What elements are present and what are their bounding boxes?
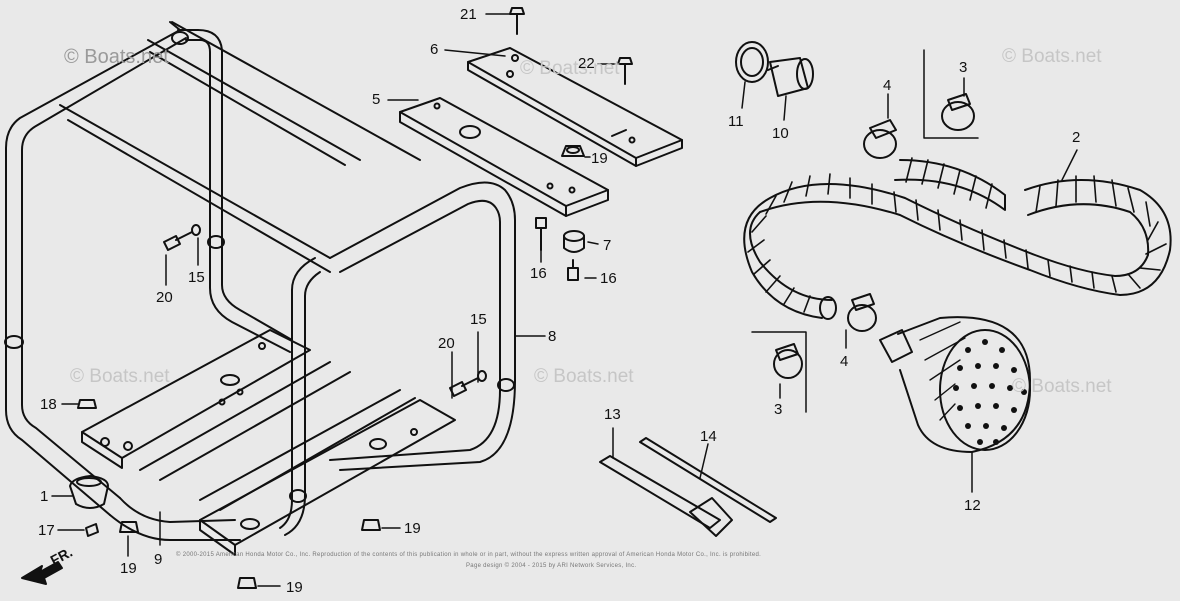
callout-part-3: 3 xyxy=(774,401,783,418)
callout-part-20: 20 xyxy=(438,335,455,352)
callout-part-17: 17 xyxy=(38,522,55,539)
watermark: © Boats.net xyxy=(1002,46,1102,67)
callout-part-14: 14 xyxy=(700,428,717,445)
callout-part-10: 10 xyxy=(772,125,789,142)
frame-assembly xyxy=(4,21,516,541)
callout-part-15: 15 xyxy=(188,269,205,286)
page-design-notice: Page design © 2004 - 2015 by ARI Network… xyxy=(466,563,637,569)
callout-part-16: 16 xyxy=(530,265,547,282)
callout-part-15: 15 xyxy=(470,311,487,328)
callout-part-19: 19 xyxy=(120,560,137,577)
callout-part-22: 22 xyxy=(578,55,595,72)
watermark: © Boats.net xyxy=(1012,376,1112,397)
callout-part-2: 2 xyxy=(1072,129,1081,146)
callout-part-18: 18 xyxy=(40,396,57,413)
callout-part-13: 13 xyxy=(604,406,621,423)
callout-part-19: 19 xyxy=(286,579,303,596)
bracket-6 xyxy=(467,47,683,167)
callout-part-19: 19 xyxy=(404,520,421,537)
copyright-notice: © 2000-2015 American Honda Motor Co., In… xyxy=(176,552,762,558)
watermark: © Boats.net xyxy=(70,366,170,387)
watermark: © Boats.net xyxy=(64,46,169,68)
callout-part-7: 7 xyxy=(603,237,612,254)
callout-part-16: 16 xyxy=(600,270,617,287)
base-plates xyxy=(81,329,456,556)
callout-part-12: 12 xyxy=(964,497,981,514)
callout-part-9: 9 xyxy=(154,551,163,568)
callout-part-3: 3 xyxy=(959,59,968,76)
callout-part-5: 5 xyxy=(372,91,381,108)
callout-part-6: 6 xyxy=(430,41,439,58)
leader-lines xyxy=(51,13,1078,587)
callout-part-20: 20 xyxy=(156,289,173,306)
callout-part-11: 11 xyxy=(728,113,744,130)
callout-part-21: 21 xyxy=(460,6,477,23)
front-direction-arrow xyxy=(21,561,63,585)
callout-part-1: 1 xyxy=(40,488,49,505)
callout-part-8: 8 xyxy=(548,328,557,345)
watermark: © Boats.net xyxy=(534,366,634,387)
bracket-5 xyxy=(399,97,609,217)
hose-assembly xyxy=(599,41,1172,537)
callout-part-4: 4 xyxy=(883,77,892,94)
hardware xyxy=(69,7,633,589)
watermark: © Boats.net xyxy=(520,58,620,79)
callout-part-19: 19 xyxy=(591,150,608,167)
callout-part-4: 4 xyxy=(840,353,849,370)
